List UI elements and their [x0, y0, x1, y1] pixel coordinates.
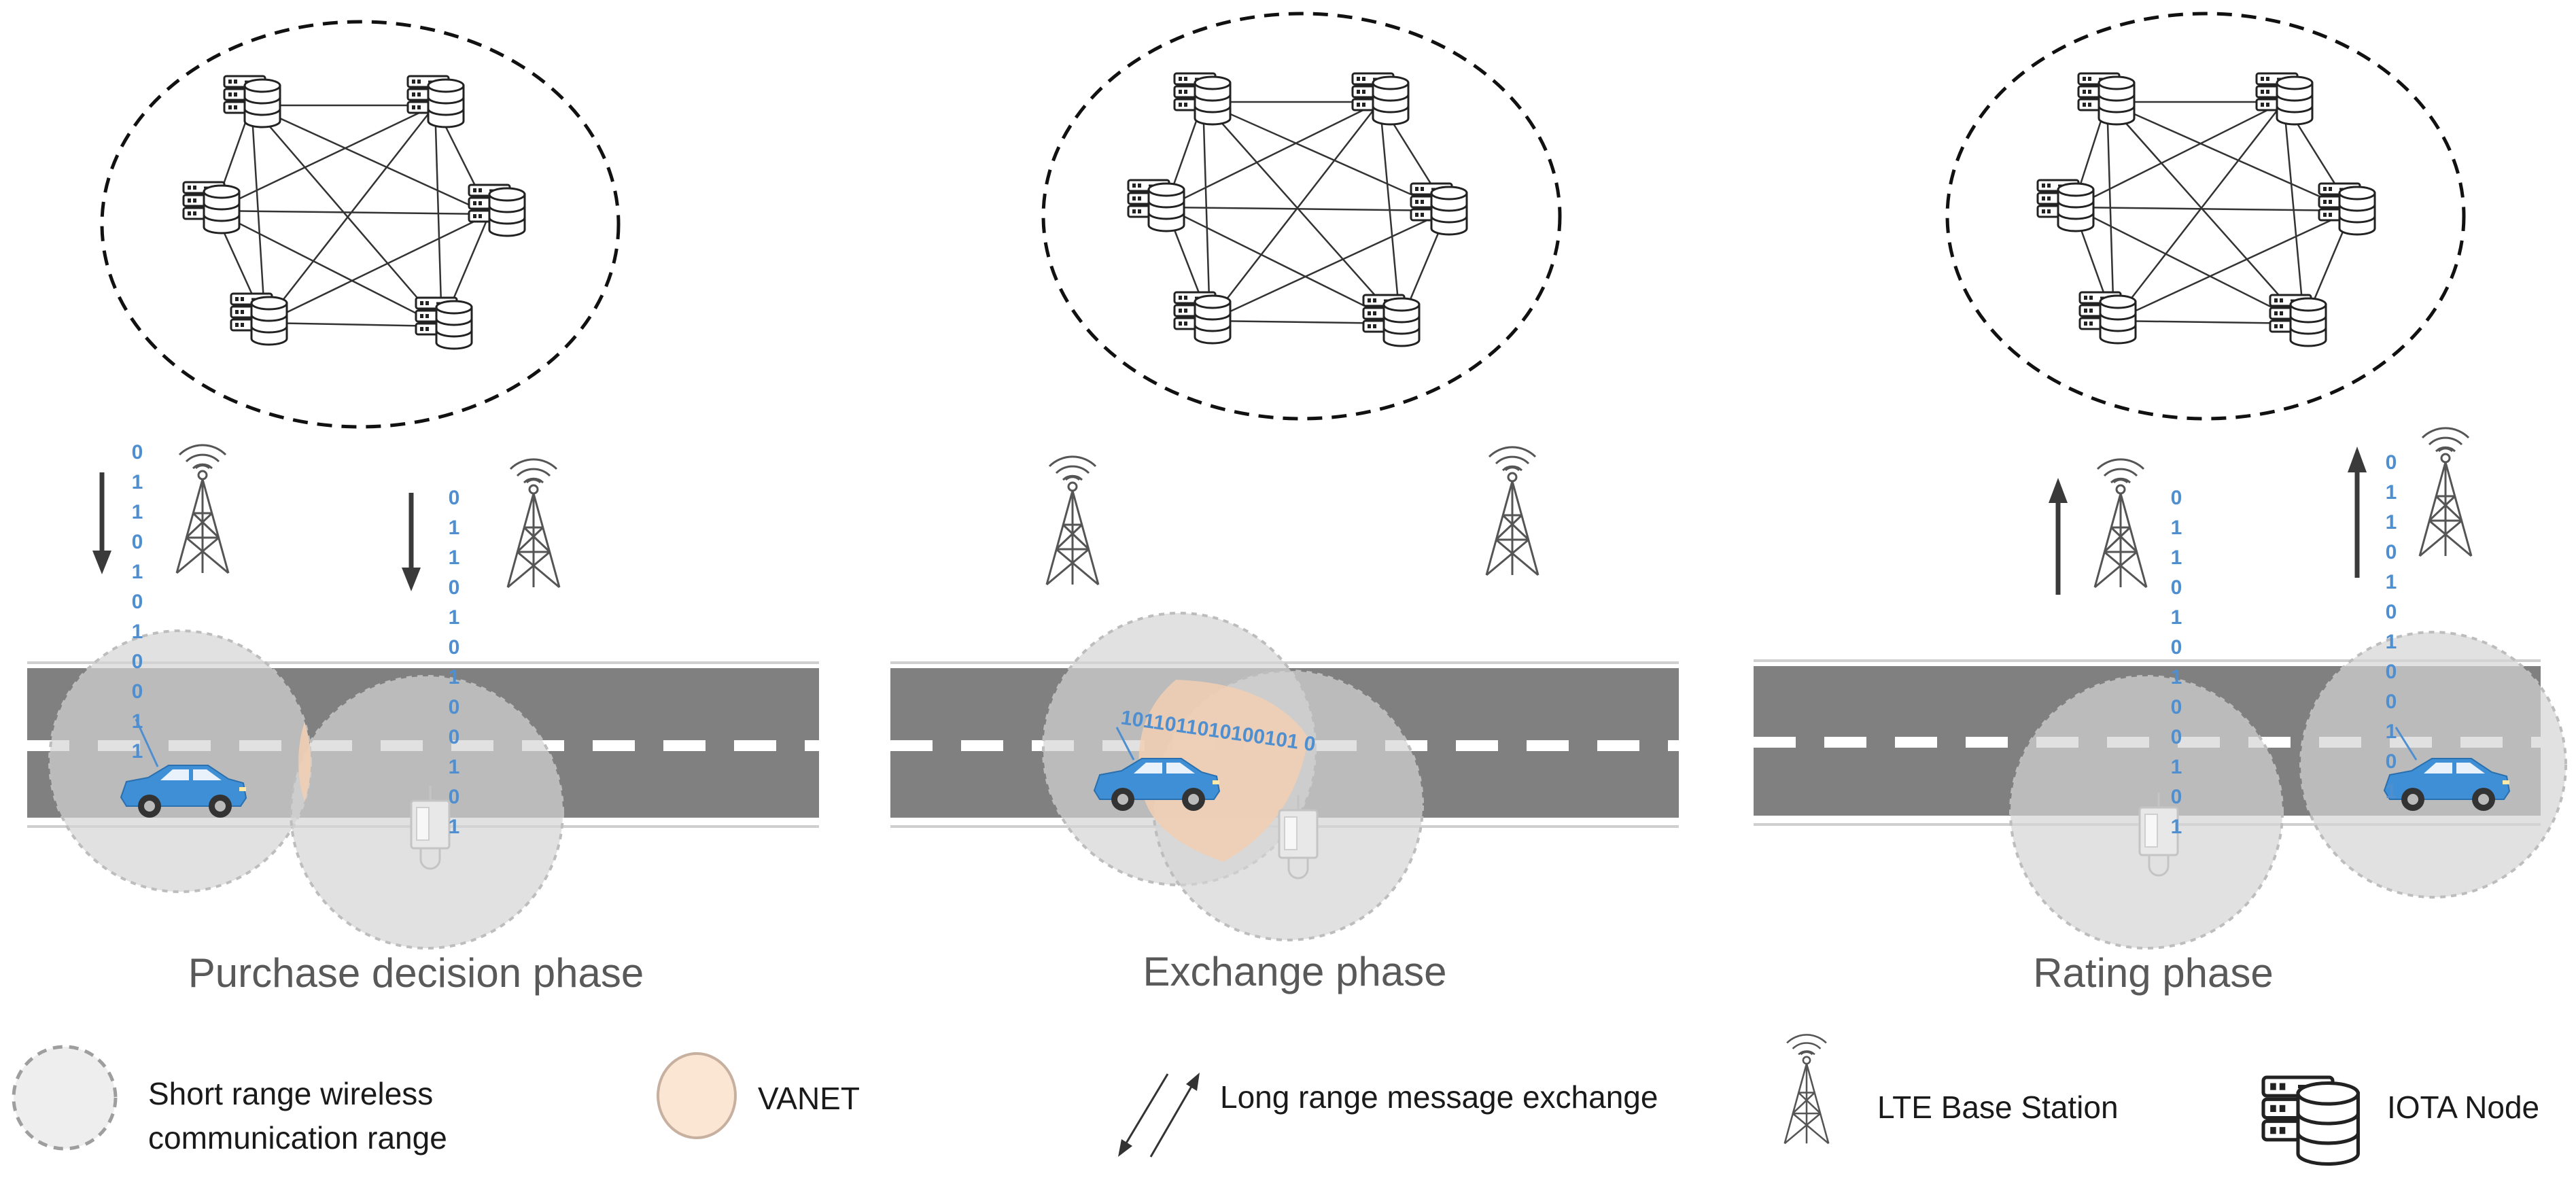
iota-node-icon: [1410, 182, 1468, 236]
arrow-icon: [2348, 447, 2367, 578]
iota-node-icon: [415, 296, 473, 350]
iota-tangle-cluster: [1945, 12, 2466, 421]
iota-node-icon: [182, 181, 241, 234]
arrow-icon: [402, 493, 421, 591]
iota-node-icon: [2078, 291, 2137, 345]
iota-node-icon: [1351, 72, 1410, 126]
phase-label: Exchange phase: [1143, 949, 1446, 994]
legend-label: communication range: [148, 1120, 447, 1155]
phase-exchange: 1011011010100101 0 Exchange phase: [890, 12, 1679, 994]
legend-label: Short range wireless: [148, 1076, 433, 1111]
lte-tower-icon: [1045, 455, 1100, 586]
double-arrow-icon: [1118, 1073, 1200, 1158]
legend-short-range: Short range wireless communication range: [12, 1045, 447, 1155]
iota-node-icon: [2036, 179, 2095, 232]
iota-node-icon: [406, 75, 465, 128]
iota-node-icon: [1362, 294, 1421, 347]
phase-label: Rating phase: [2033, 950, 2274, 996]
range-swatch-icon: [12, 1045, 118, 1151]
iota-node-icon: [1173, 72, 1232, 126]
legend-label: Long range message exchange: [1220, 1079, 1658, 1115]
iota-node-icon: [230, 292, 288, 346]
short-range-area: [48, 629, 312, 893]
iota-node-icon: [1173, 291, 1232, 345]
legend-long-range: Long range message exchange: [1118, 1073, 1658, 1158]
legend-label: VANET: [758, 1081, 860, 1116]
iota-node-icon: [223, 75, 281, 128]
legend-vanet: VANET: [657, 1052, 860, 1139]
iota-node-icon: [468, 184, 526, 237]
vanet-overlap: [1138, 680, 1308, 862]
lte-tower-icon: [1783, 1034, 1830, 1145]
lte-tower-icon: [175, 444, 230, 574]
iota-node-icon: [2077, 72, 2136, 126]
iota-tangle-cluster: [100, 20, 621, 429]
lte-tower-icon: [506, 458, 561, 589]
lte-tower-icon: [2093, 458, 2148, 589]
vanet-overlap: [298, 722, 311, 802]
iota-node-icon: [2255, 72, 2314, 126]
arrow-icon: [92, 472, 111, 574]
vanet-swatch-icon: [657, 1052, 737, 1139]
iota-node-icon: [2263, 1077, 2358, 1164]
lte-tower-icon: [2418, 427, 2473, 557]
legend-iota: IOTA Node: [2263, 1077, 2539, 1164]
iota-node-icon: [2318, 182, 2376, 236]
iota-tangle-cluster: [1041, 12, 1562, 421]
lte-tower-icon: [1485, 446, 1539, 576]
iota-node-icon: [1127, 179, 1185, 232]
legend-label: LTE Base Station: [1877, 1090, 2119, 1125]
iota-node-icon: [2269, 294, 2327, 347]
legend-label: IOTA Node: [2387, 1090, 2539, 1125]
phase-label: Purchase decision phase: [188, 950, 644, 996]
legend-lte: LTE Base Station: [1783, 1034, 2119, 1145]
legend: Short range wireless communication range…: [12, 1034, 2539, 1164]
arrow-icon: [2049, 478, 2068, 595]
